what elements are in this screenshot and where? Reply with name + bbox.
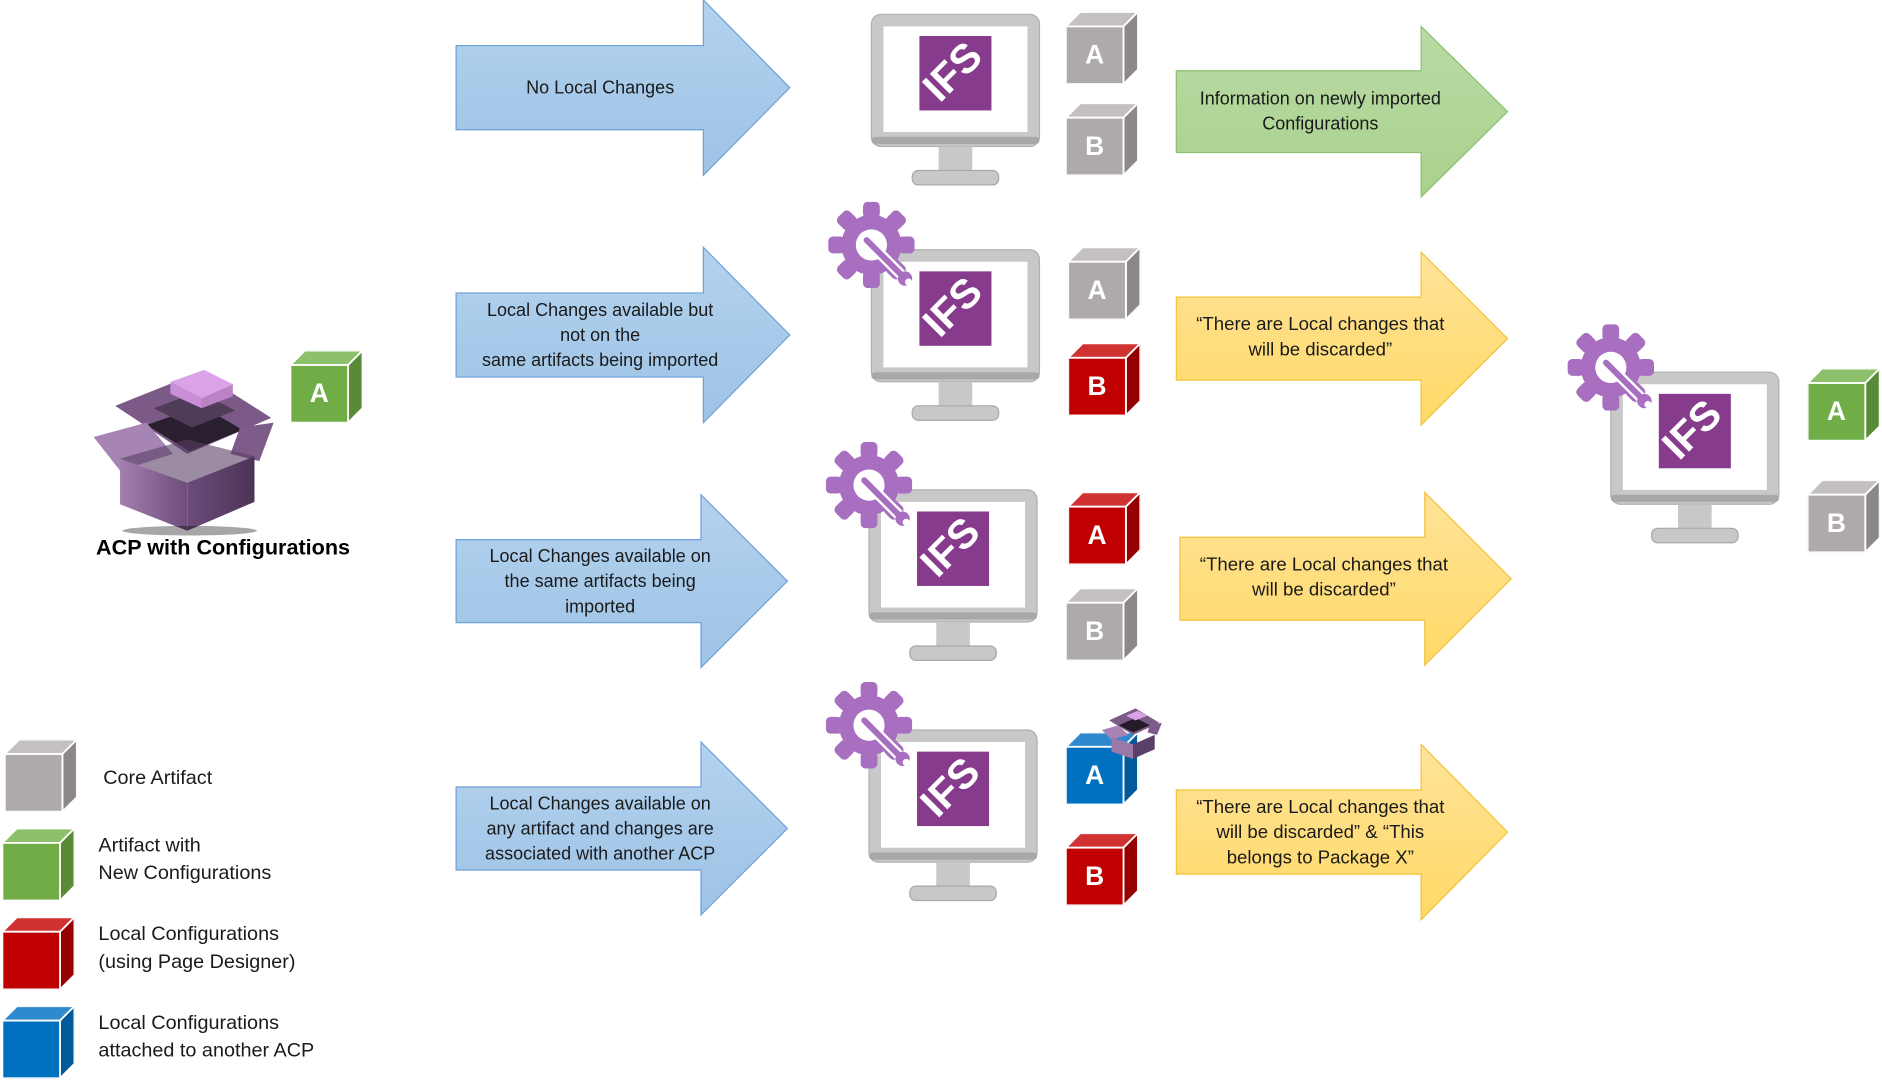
local-changes-gear-wrench-icon [825,681,913,769]
outcome-artifact-cube-b: B [1807,480,1880,553]
cube-shape [1807,368,1880,441]
artifact-cube-b: B [1068,343,1141,416]
monitor-shape: IFS [870,249,1041,421]
acp-caption: ACP with Configurations [96,535,351,560]
artifact-cube-a: A [1068,247,1141,320]
cube-shape [2,1006,75,1079]
arrow-shape [455,740,789,917]
arrow-shape [455,245,791,425]
local-changes-gear-wrench-icon [1567,324,1655,411]
cube-shape [4,739,77,812]
gear-wrench-shape [825,681,913,769]
arrow-shape [1175,24,1509,199]
cube-shape [1068,492,1141,565]
ifs-monitor: IFS [869,247,1042,422]
artifact-cube-b: B [1065,833,1138,906]
gear-wrench-shape [825,441,913,529]
legend-cube-new [2,828,75,901]
gear-wrench-shape [1567,324,1655,411]
cube-shape [1065,588,1138,661]
ifs-logo-icon: IFS [914,268,992,346]
monitor-shape: IFS [1610,371,1780,544]
legend-label-core: Core Artifact [103,767,213,789]
cube-shape [1065,12,1138,85]
ifs-monitor: IFS [869,12,1042,187]
legend-cube-local [2,917,75,990]
arrow-shape [455,493,789,670]
condition-text: No Local Changes [526,77,675,98]
ifs-logo-icon: IFS [911,748,990,827]
artifact-cube-b: B [1065,103,1138,176]
cube-shape [2,917,75,990]
local-changes-gear-wrench-icon [825,441,913,529]
result-arrow-info: Information on newly imported Configurat… [1175,24,1509,199]
arrow-shape [455,0,791,177]
cube-label: A [309,378,329,409]
artifact-cube-a: A [1068,492,1141,565]
acp-package-icon [91,355,283,536]
ifs-logo-icon: IFS [911,508,990,586]
cube-shape [2,828,75,901]
legend-cube-core [4,739,77,812]
source-artifact-cube: A [290,350,363,423]
ifs-logo-icon: IFS [1653,390,1731,469]
artifact-cube-a: A [1065,732,1138,805]
outcome-artifact-cube-a: A [1807,368,1880,441]
arrow-shape [1175,250,1509,427]
legend-cube-other-acp [2,1006,75,1079]
cube-shape [1065,103,1138,176]
cube-shape [290,350,363,423]
cube-shape [1065,833,1138,906]
artifact-cube-b: B [1065,588,1138,661]
gear-wrench-shape [828,201,915,289]
arrow-shape [1175,742,1509,922]
ifs-logo-icon: IFS [914,33,992,111]
legend-label-local: Local Configurations(using Page Designer… [98,923,296,973]
cube-shape [1068,343,1141,416]
outcome-ifs-monitor: IFS [1608,370,1781,545]
small-acp-package-icon [1101,704,1164,762]
monitor-shape: IFS [868,489,1038,661]
cube-shape [1068,247,1141,320]
condition-arrow-no-local-changes: No Local Changes [455,0,791,177]
ifs-monitor: IFS [867,487,1040,662]
artifact-cube-a: A [1065,12,1138,85]
monitor-shape: IFS [870,13,1041,186]
cube-shape [1807,480,1880,553]
result-text: Information on newly imported Configurat… [1199,88,1441,135]
local-changes-gear-wrench-icon [828,201,915,289]
arrow-shape [1179,490,1513,667]
